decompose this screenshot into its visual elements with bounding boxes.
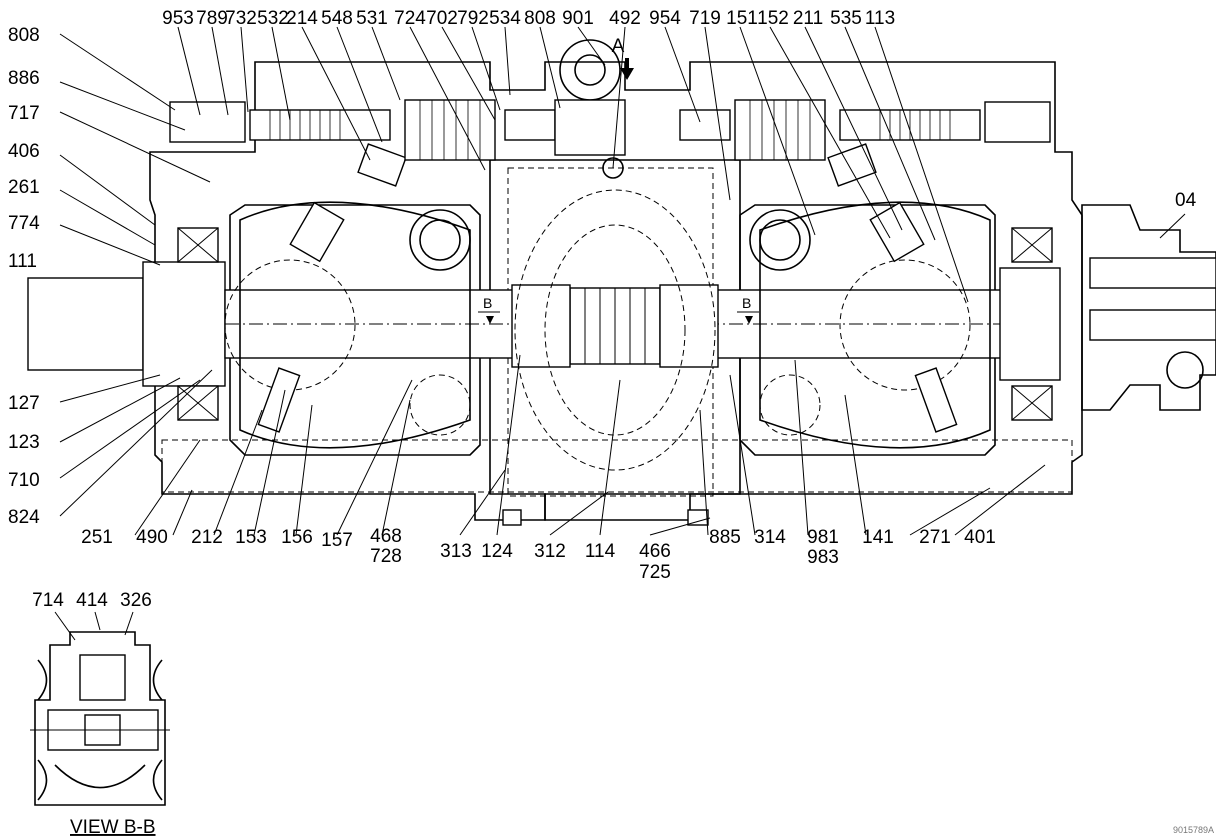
part-label: 548 bbox=[321, 8, 353, 29]
part-label: 414 bbox=[76, 590, 108, 611]
part-label: 123 bbox=[8, 432, 40, 453]
part-label: 808 bbox=[8, 25, 40, 46]
part-label: 901 bbox=[562, 8, 594, 29]
part-label: 710 bbox=[8, 470, 40, 491]
part-label: 141 bbox=[862, 527, 894, 548]
part-label: 728 bbox=[370, 546, 402, 567]
leader-lines bbox=[59, 26, 1186, 536]
bearings bbox=[177, 227, 1053, 421]
part-label: 212 bbox=[191, 527, 223, 548]
part-label: 124 bbox=[481, 541, 513, 562]
part-label: 490 bbox=[136, 527, 168, 548]
part-label: 271 bbox=[919, 527, 951, 548]
part-label: 251 bbox=[81, 527, 113, 548]
part-label: 885 bbox=[709, 527, 741, 548]
part-label: 714 bbox=[32, 590, 64, 611]
section-label-right: B bbox=[742, 295, 751, 311]
part-label: 153 bbox=[235, 527, 267, 548]
part-label: 401 bbox=[964, 527, 996, 548]
part-label: 468 bbox=[370, 526, 402, 547]
part-label: 725 bbox=[639, 562, 671, 583]
part-label: 981 bbox=[807, 527, 839, 548]
view-b-b-inset: 714 414 326 VIEW B-B bbox=[30, 590, 170, 837]
part-label: 724 bbox=[394, 8, 426, 29]
section-mark-right: B bbox=[737, 295, 759, 324]
drawing-code: 9015789A bbox=[1172, 825, 1214, 835]
gear-pump bbox=[1081, 204, 1216, 411]
part-label: 313 bbox=[440, 541, 472, 562]
part-label: 314 bbox=[754, 527, 786, 548]
part-label: 719 bbox=[689, 8, 721, 29]
pump-casing bbox=[149, 61, 1083, 526]
part-label: 214 bbox=[286, 8, 318, 29]
left-labels: 808 886 717 406 261 774 111 127 123 710 … bbox=[8, 25, 40, 528]
part-label: 152 bbox=[757, 8, 789, 29]
part-label: 808 bbox=[524, 8, 556, 29]
part-label: 532 bbox=[257, 8, 289, 29]
part-label: 792 bbox=[457, 8, 489, 29]
drive-shaft bbox=[27, 261, 1061, 387]
arrow-label: A bbox=[612, 36, 625, 57]
section-label-left: B bbox=[483, 295, 492, 311]
part-label: 492 bbox=[609, 8, 641, 29]
part-label: 732 bbox=[225, 8, 257, 29]
top-labels: 953 789 732 532 214 548 531 724 702 792 … bbox=[162, 8, 895, 29]
part-label: 534 bbox=[489, 8, 521, 29]
part-label: 466 bbox=[639, 541, 671, 562]
part-label: 04 bbox=[1175, 190, 1197, 211]
part-label: 312 bbox=[534, 541, 566, 562]
part-label: 114 bbox=[585, 541, 616, 562]
part-label: 789 bbox=[196, 8, 228, 29]
section-mark-left: B bbox=[478, 295, 500, 324]
part-label: 261 bbox=[8, 177, 40, 198]
part-label: 406 bbox=[8, 141, 40, 162]
part-label: 535 bbox=[830, 8, 862, 29]
part-label: 702 bbox=[426, 8, 458, 29]
part-label: 954 bbox=[649, 8, 681, 29]
cylinder-blocks bbox=[224, 189, 991, 471]
part-label: 211 bbox=[793, 8, 823, 29]
part-label: 111 bbox=[8, 251, 37, 272]
part-label: 127 bbox=[8, 393, 40, 414]
part-label: 717 bbox=[8, 103, 40, 124]
shoe-plates bbox=[257, 143, 958, 433]
part-label: 151 bbox=[726, 8, 758, 29]
part-label: 156 bbox=[281, 527, 313, 548]
part-label: 824 bbox=[8, 507, 40, 528]
part-label: 531 bbox=[356, 8, 388, 29]
part-label: 886 bbox=[8, 68, 40, 89]
part-label: 326 bbox=[120, 590, 152, 611]
part-label: 157 bbox=[321, 530, 353, 551]
view-arrow-a: A bbox=[612, 36, 634, 80]
bottom-labels: 251 490 212 153 156 157 468 728 313 124 … bbox=[81, 526, 996, 583]
view-title: VIEW B-B bbox=[70, 817, 156, 837]
regulator-springs bbox=[169, 39, 1051, 179]
part-label: 983 bbox=[807, 547, 839, 568]
part-label: 774 bbox=[8, 213, 40, 234]
part-label: 953 bbox=[162, 8, 194, 29]
part-label: 113 bbox=[865, 8, 895, 29]
